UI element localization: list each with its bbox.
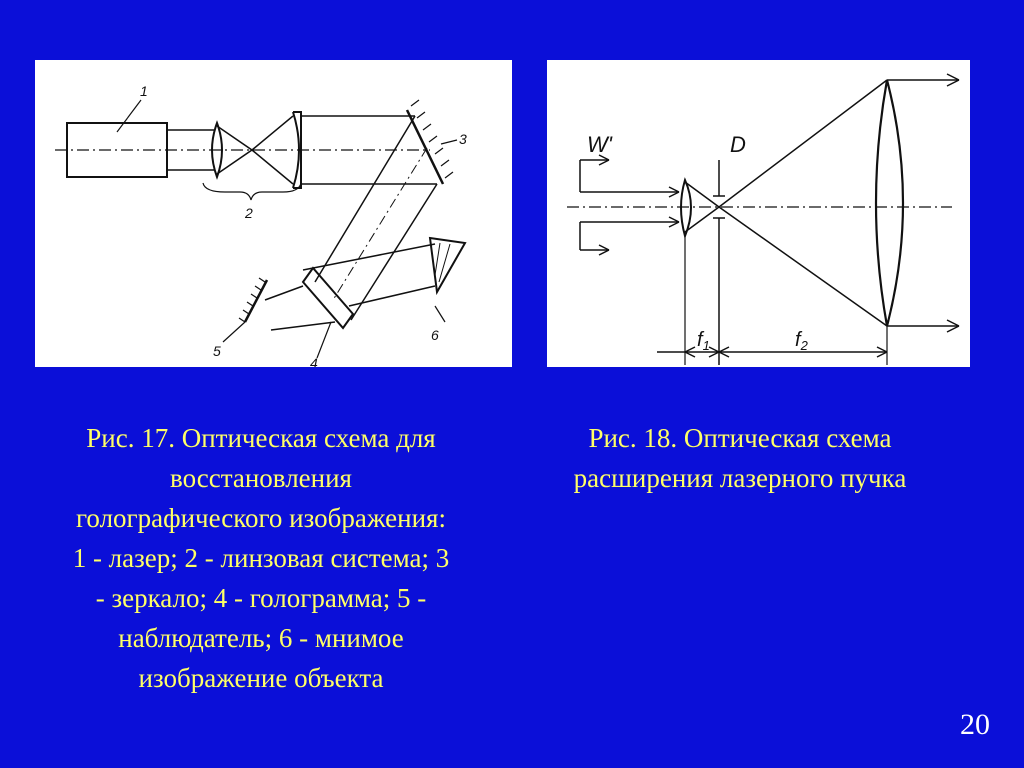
- caption-line: 1 - лазер; 2 - линзовая система; 3: [72, 543, 450, 573]
- caption-line: изображение объекта: [138, 663, 384, 693]
- beam-cone: [216, 115, 294, 185]
- figure-17-caption: Рис. 17. Оптическая схема для восстановл…: [14, 418, 508, 698]
- caption-line: - зеркало; 4 - голограмма; 5 -: [95, 583, 427, 613]
- output-beam: [887, 79, 959, 327]
- laser-beam-out: [167, 129, 215, 171]
- caption-line: наблюдатель; 6 - мнимое: [118, 623, 404, 653]
- caption-line: Рис. 18. Оптическая схема: [588, 423, 892, 453]
- figure-17-panel: 1 2 3 4 5 6: [35, 60, 512, 367]
- label-wavefront: W': [587, 132, 613, 157]
- large-lens: [874, 79, 905, 327]
- label-focal-2: f2: [795, 329, 809, 353]
- caption-line: Рис. 17. Оптическая схема для: [86, 423, 436, 453]
- label-laser: 1: [140, 83, 148, 99]
- small-lens: [680, 177, 692, 240]
- figure-18-caption: Рис. 18. Оптическая схема расширения лаз…: [520, 418, 960, 498]
- lens-small: [211, 120, 223, 180]
- label-observer: 5: [213, 343, 221, 359]
- label-virtual-image: 6: [431, 327, 439, 343]
- label-focal-1: f1: [697, 329, 710, 353]
- label-hologram: 4: [310, 355, 318, 367]
- figure-17-diagram: 1 2 3 4 5 6: [55, 83, 467, 367]
- page-number: 20: [960, 708, 990, 741]
- observer-5: [243, 279, 269, 323]
- observer-rays: [264, 285, 336, 331]
- lens-system-brace: [202, 182, 302, 201]
- figure-18-diagram: W' D f1 f2: [567, 73, 960, 365]
- caption-line: расширения лазерного пучка: [573, 463, 907, 493]
- diverging-cone: [718, 79, 888, 327]
- lens-collimator: [293, 111, 302, 189]
- virtual-image-6: [428, 236, 467, 296]
- image-rays: [302, 243, 436, 307]
- collimated-beam: [301, 115, 437, 185]
- incoming-beam: [580, 191, 679, 223]
- label-lens-system: 2: [244, 205, 253, 221]
- figure-18-panel: W' D f1 f2: [547, 60, 970, 367]
- mirror-3: [405, 109, 445, 185]
- caption-line: восстановления: [170, 463, 352, 493]
- hologram-4: [301, 266, 355, 330]
- label-diaphragm: D: [730, 132, 746, 157]
- label-mirror: 3: [459, 131, 467, 147]
- caption-line: голографического изображения:: [76, 503, 446, 533]
